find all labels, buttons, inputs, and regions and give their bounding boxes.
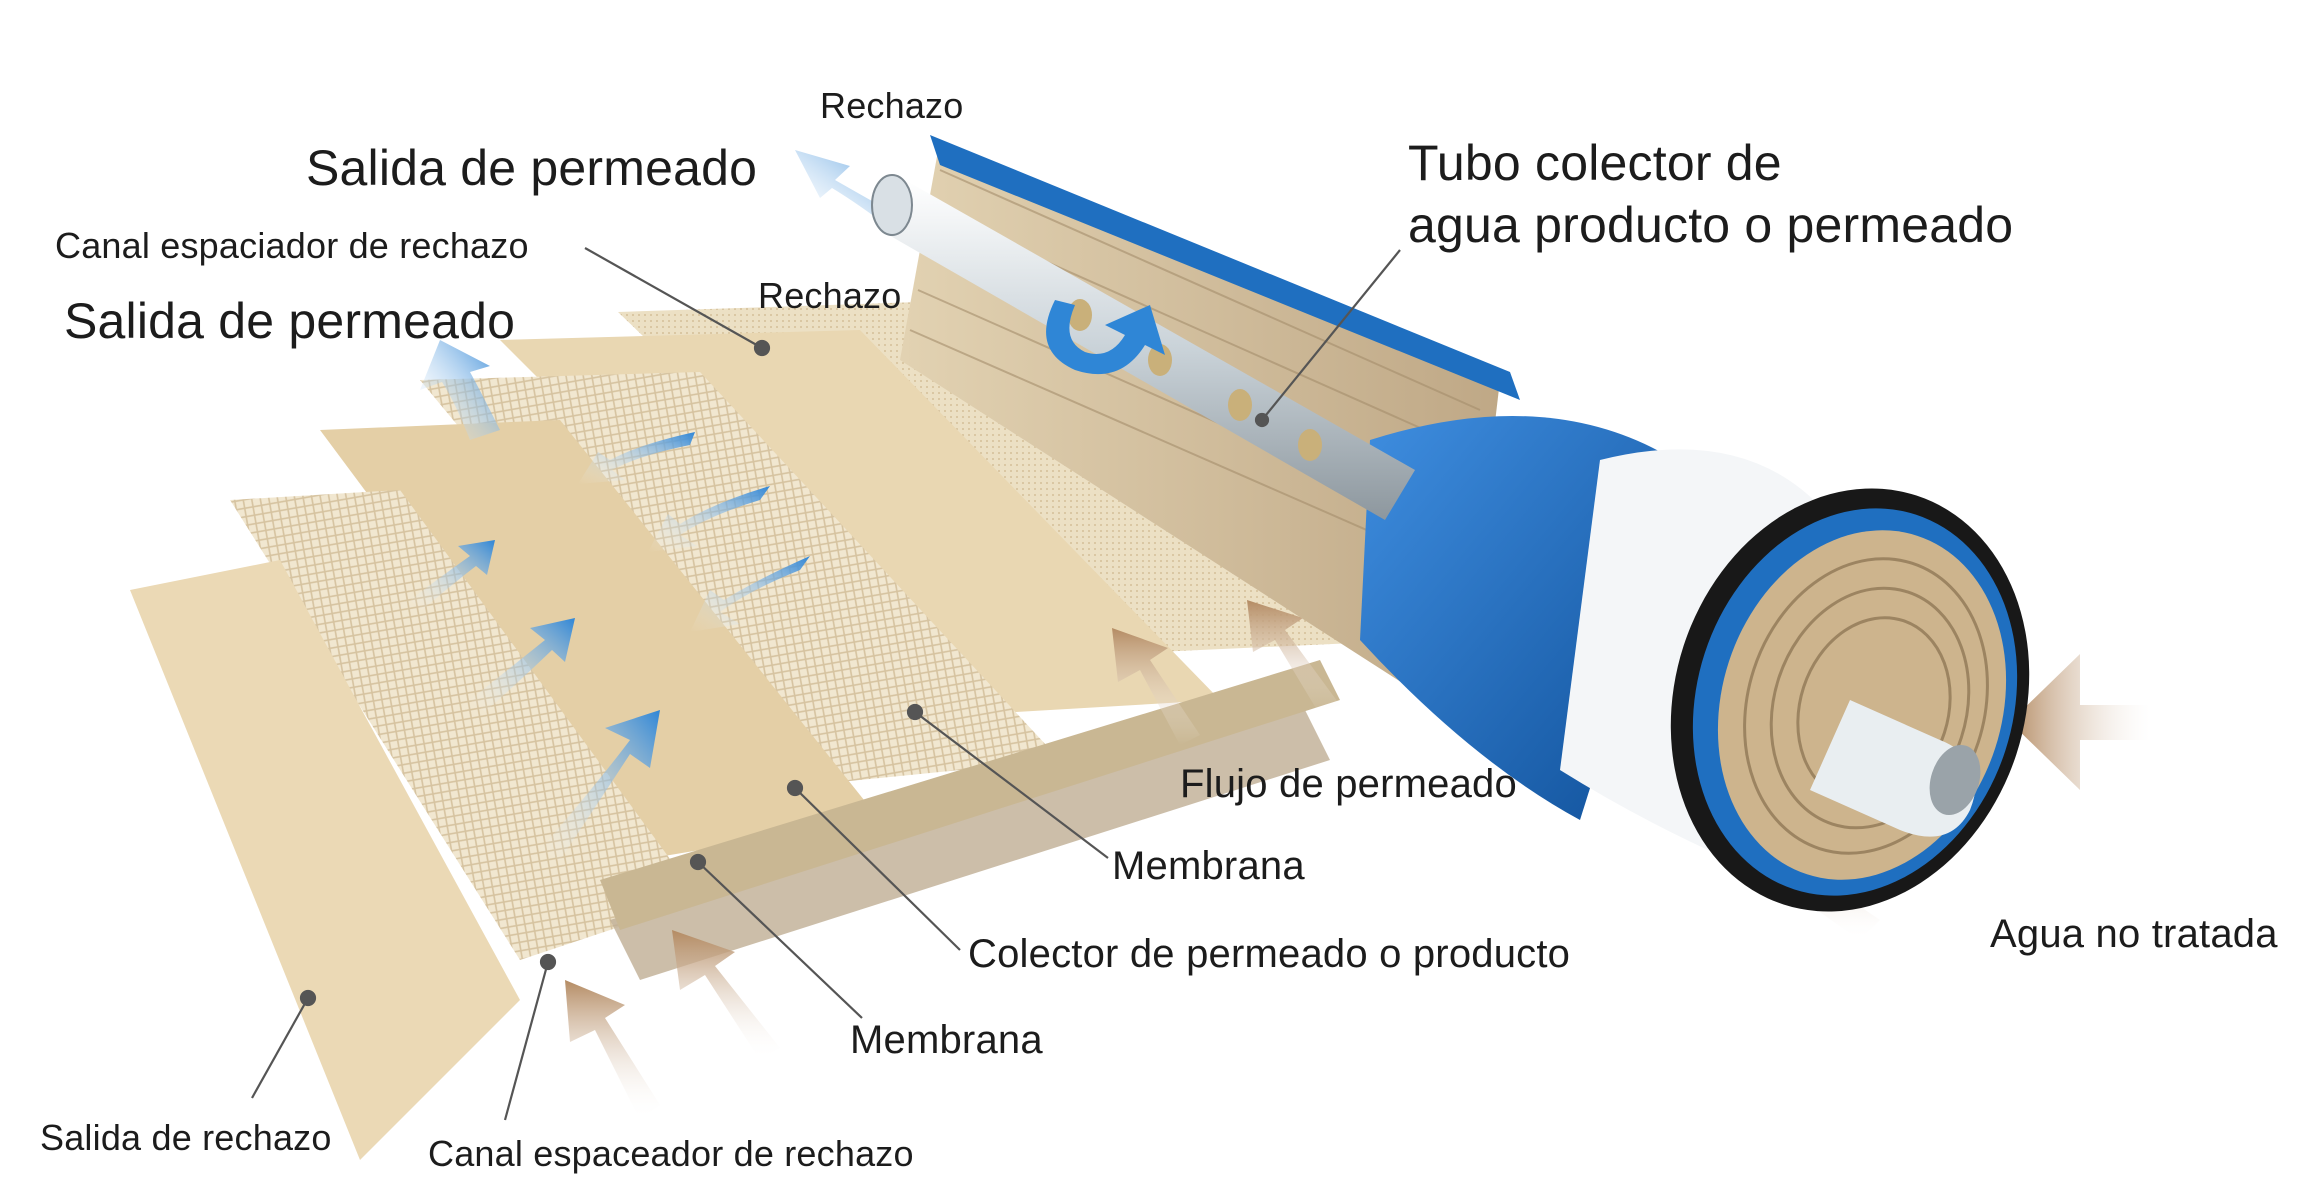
rotation-arrow-icon: [1046, 300, 1165, 375]
label-membrana-upper: Membrana: [1112, 844, 1305, 888]
leader-lines: [251, 247, 1401, 1121]
cylinder-blue-wrap: [930, 135, 1520, 400]
label-salida-rechazo: Salida de rechazo: [40, 1117, 332, 1158]
sheet-membrane-lower: [320, 420, 880, 860]
blue-arrow-3: [410, 540, 495, 610]
blue-arrow-4: [690, 556, 810, 632]
label-colector-permeado: Colector de permeado o producto: [968, 932, 1571, 976]
label-rechazo-top: Rechazo: [820, 85, 964, 126]
sheet-spacer-strip: [610, 700, 1330, 980]
label-salida-permeado-upper: Salida de permeado: [306, 140, 758, 196]
feed-arrow-3: [1112, 628, 1200, 745]
permeate-collector-tube: [871, 174, 1415, 520]
label-rechazo-mid: Rechazo: [758, 275, 902, 316]
label-canal-espaciador-top: Canal espaciador de rechazo: [55, 225, 529, 266]
label-tubo-colector-line2: agua producto o permeado: [1408, 197, 2014, 253]
label-flujo-permeado: Flujo de permeado: [1180, 762, 1517, 806]
sheet-reject-outlet: [130, 560, 520, 1160]
label-agua-no-tratada: Agua no tratada: [1990, 912, 2278, 956]
label-tubo-colector-line1: Tubo colector de: [1408, 135, 1782, 191]
label-membrana-lower: Membrana: [850, 1018, 1043, 1062]
sheet-dark-edge: [600, 660, 1340, 930]
blue-arrow-5: [648, 486, 770, 552]
feed-arrow-4: [1247, 600, 1340, 715]
blue-arrow-6: [578, 432, 695, 484]
label-salida-permeado-lower: Salida de permeado: [64, 293, 516, 349]
label-canal-espaceador-bottom: Canal espaceador de rechazo: [428, 1133, 914, 1174]
feed-arrow-1: [565, 980, 660, 1120]
permeate-arrows: [410, 150, 920, 860]
feed-arrow-right: [2010, 654, 2150, 790]
sheet-spacer: [230, 490, 700, 960]
membrane-sheets: [130, 300, 1420, 1160]
membrane-cylinder: [900, 135, 2030, 912]
feed-arrow-2: [672, 930, 780, 1060]
permeate-outlet-arrow-lower: [420, 340, 500, 440]
blue-arrow-1: [540, 710, 660, 860]
blue-arrow-2: [470, 618, 575, 712]
